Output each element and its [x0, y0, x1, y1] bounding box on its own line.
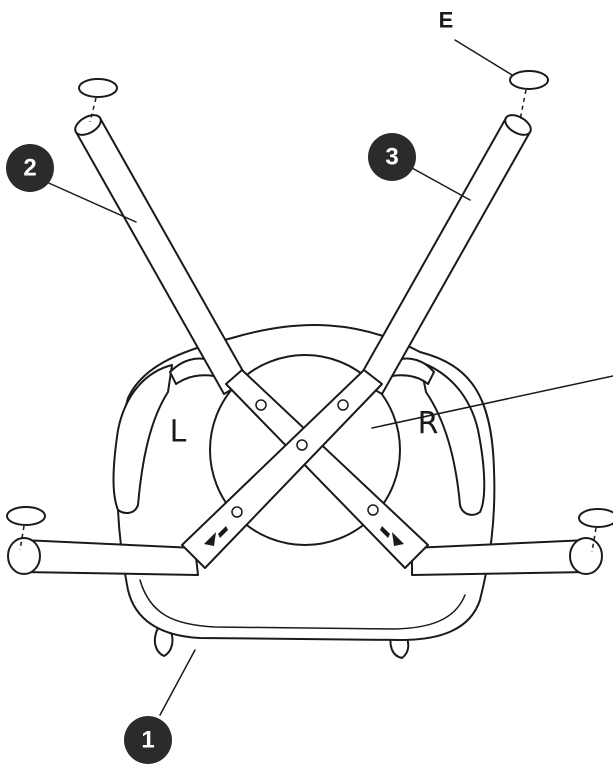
- side-label-left: L: [170, 415, 187, 450]
- foot-cap-left-front: [6, 506, 46, 526]
- marker-1: 1: [124, 716, 172, 764]
- leg-front-left: [7, 537, 199, 576]
- leg-3-tube-end: [504, 114, 532, 136]
- direction-arrow-left: [204, 526, 228, 546]
- screw-hole: [367, 504, 379, 516]
- foot-cap-left-back: [78, 78, 118, 98]
- cross-bracket: [181, 369, 429, 569]
- leg-front-left-tube-end: [7, 537, 41, 575]
- marker-3: 3: [368, 133, 416, 181]
- marker-2: 2: [6, 144, 54, 192]
- screw-hole: [296, 439, 308, 451]
- part-letter-e: E: [439, 8, 454, 33]
- screw-hole: [255, 399, 267, 411]
- bracket-bar-a: [225, 369, 429, 569]
- foot-cap-right-back: [509, 70, 549, 90]
- seat-bumper-left: [153, 627, 174, 657]
- leader-line-mount: [371, 375, 613, 429]
- leg-3: [357, 114, 532, 395]
- leg-2-tube: [75, 117, 249, 395]
- marker-3-label: 3: [385, 144, 398, 171]
- leader-line-2: [41, 179, 137, 223]
- leader-line-1: [159, 649, 196, 716]
- seat-inner-rim: [139, 579, 466, 630]
- leader-line-e: [454, 39, 513, 76]
- screw-hole: [231, 506, 243, 518]
- armrest-right: [419, 361, 486, 516]
- screw-hole: [337, 399, 349, 411]
- armrest-left: [112, 364, 173, 514]
- shell-tab-right: [391, 357, 435, 385]
- foot-caps: [6, 70, 613, 553]
- foot-cap-guide: [519, 89, 527, 121]
- leg-front-right-tube-end: [569, 537, 603, 575]
- seat-shell: [112, 324, 496, 659]
- foot-cap-right-front: [578, 508, 613, 528]
- bracket-bar-b: [181, 369, 383, 569]
- direction-arrow-right: [380, 526, 404, 546]
- leg-2-tube-end: [74, 114, 102, 136]
- marker-1-label: 1: [141, 727, 154, 754]
- leader-line-3: [411, 167, 471, 201]
- marker-2-label: 2: [23, 155, 36, 182]
- side-label-right: R: [418, 407, 439, 442]
- leg-front-right: [411, 537, 603, 576]
- leg-2: [74, 114, 249, 395]
- leader-lines: [41, 39, 613, 716]
